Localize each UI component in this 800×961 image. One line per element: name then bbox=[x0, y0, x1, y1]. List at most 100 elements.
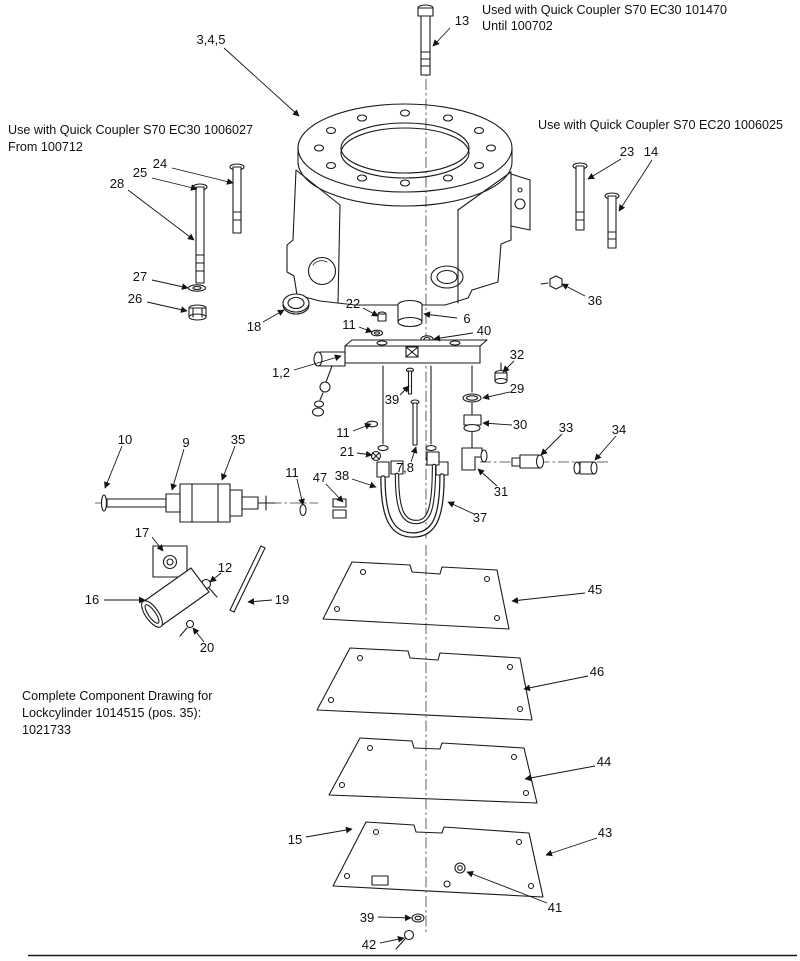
leader-line-9 bbox=[170, 448, 185, 491]
screw-39-top bbox=[405, 367, 415, 395]
part-label-32: 32 bbox=[510, 347, 524, 362]
part-label-37: 37 bbox=[473, 510, 487, 525]
leader-line-26 bbox=[146, 301, 188, 313]
part-label-26: 26 bbox=[128, 291, 142, 306]
leader-line-18 bbox=[262, 309, 285, 323]
plate-46 bbox=[316, 647, 533, 721]
leader-line-30 bbox=[482, 420, 513, 427]
leader-line-19 bbox=[247, 598, 273, 605]
note-top-right-line2: Until 100702 bbox=[482, 19, 553, 33]
bushing-18 bbox=[282, 293, 310, 315]
leader-line-35 bbox=[221, 445, 236, 481]
tube-16 bbox=[141, 567, 210, 628]
plate-45 bbox=[322, 561, 510, 630]
nut-26 bbox=[188, 304, 207, 321]
leader-line-21 bbox=[356, 450, 373, 458]
part-label-41: 41 bbox=[548, 900, 562, 915]
part-label-3,4,5: 3,4,5 bbox=[197, 32, 226, 47]
leader-line-27 bbox=[151, 279, 189, 290]
leader-line-37 bbox=[447, 501, 475, 515]
part-label-16: 16 bbox=[85, 592, 99, 607]
plate-43 bbox=[332, 821, 544, 898]
leader-line-36 bbox=[561, 283, 586, 297]
part-label-21: 21 bbox=[340, 444, 354, 459]
stud-14 bbox=[604, 192, 620, 249]
washer-39-bottom bbox=[411, 913, 425, 923]
leader-line-3,4,5 bbox=[223, 47, 300, 117]
stud-23 bbox=[572, 162, 588, 231]
screw-42 bbox=[395, 929, 415, 950]
note-bottom-left-line2: Lockcylinder 1014515 (pos. 35): bbox=[22, 706, 201, 720]
leader-line-29 bbox=[482, 391, 511, 400]
part-label-7,8: 7,8 bbox=[396, 460, 414, 475]
washer-27 bbox=[187, 284, 207, 292]
part-label-42: 42 bbox=[362, 937, 376, 952]
part-label-44: 44 bbox=[597, 754, 611, 769]
part-label-36: 36 bbox=[588, 293, 602, 308]
leader-line-41 bbox=[466, 871, 548, 904]
lockcylinder-assembly bbox=[100, 483, 347, 523]
leader-line-17 bbox=[151, 536, 164, 552]
leader-line-1,2 bbox=[293, 354, 342, 371]
note-right-line1: Use with Quick Coupler S70 EC20 1006025 bbox=[538, 118, 783, 132]
part-label-19: 19 bbox=[275, 592, 289, 607]
part-label-12: 12 bbox=[218, 560, 232, 575]
note-left-line1: Use with Quick Coupler S70 EC30 1006027 bbox=[8, 123, 253, 137]
part-label-43: 43 bbox=[598, 825, 612, 840]
leader-line-11 bbox=[296, 478, 305, 506]
screw-20 bbox=[179, 619, 195, 637]
leader-line-6 bbox=[423, 311, 458, 319]
part-label-1,2: 1,2 bbox=[272, 365, 290, 380]
oring-29 bbox=[462, 365, 482, 403]
bolt-36 bbox=[540, 275, 563, 290]
part-label-24: 24 bbox=[153, 156, 167, 171]
leader-line-7,8 bbox=[410, 446, 418, 463]
leader-line-24 bbox=[171, 167, 234, 185]
part-label-29: 29 bbox=[510, 381, 524, 396]
part-label-25: 25 bbox=[133, 165, 147, 180]
part-label-46: 46 bbox=[590, 664, 604, 679]
leader-line-13 bbox=[432, 27, 451, 47]
part-label-18: 18 bbox=[247, 319, 261, 334]
part-label-45: 45 bbox=[588, 582, 602, 597]
leader-line-43 bbox=[545, 837, 598, 857]
part-label-11: 11 bbox=[285, 465, 299, 480]
pin-19 bbox=[229, 545, 266, 613]
leader-line-46 bbox=[523, 675, 589, 692]
leader-line-15 bbox=[305, 826, 353, 838]
leader-line-38 bbox=[351, 478, 377, 489]
leader-line-31 bbox=[477, 468, 498, 487]
leader-line-39 bbox=[399, 385, 410, 396]
rotator-housing bbox=[286, 169, 531, 306]
bolt-13 bbox=[417, 4, 434, 76]
part-label-11: 11 bbox=[336, 425, 350, 440]
fitting-30 bbox=[463, 402, 482, 449]
part-label-9: 9 bbox=[182, 435, 189, 450]
part-label-17: 17 bbox=[135, 525, 149, 540]
fitting-22 bbox=[377, 311, 387, 322]
washer-11-mid bbox=[365, 420, 379, 428]
leader-line-42 bbox=[379, 935, 405, 944]
leader-line-11 bbox=[352, 423, 372, 432]
leader-line-33 bbox=[540, 433, 563, 456]
washer-11-top bbox=[370, 329, 384, 337]
part-label-39: 39 bbox=[385, 392, 399, 407]
part-label-15: 15 bbox=[288, 832, 302, 847]
part-label-20: 20 bbox=[200, 640, 214, 655]
leader-line-10 bbox=[104, 445, 123, 489]
part-label-39: 39 bbox=[360, 910, 374, 925]
leader-line-11 bbox=[358, 326, 373, 333]
part-label-22: 22 bbox=[346, 296, 360, 311]
leader-line-47 bbox=[325, 483, 344, 503]
leader-line-25 bbox=[151, 177, 198, 191]
part-label-33: 33 bbox=[559, 420, 573, 435]
leader-line-23 bbox=[587, 158, 622, 180]
part-label-28: 28 bbox=[110, 176, 124, 191]
leader-line-39 bbox=[377, 914, 412, 922]
assembly-drawing bbox=[100, 4, 620, 950]
bracket-17 bbox=[152, 545, 188, 578]
part-label-31: 31 bbox=[494, 484, 508, 499]
note-bottom-left-line3: 1021733 bbox=[22, 723, 71, 737]
